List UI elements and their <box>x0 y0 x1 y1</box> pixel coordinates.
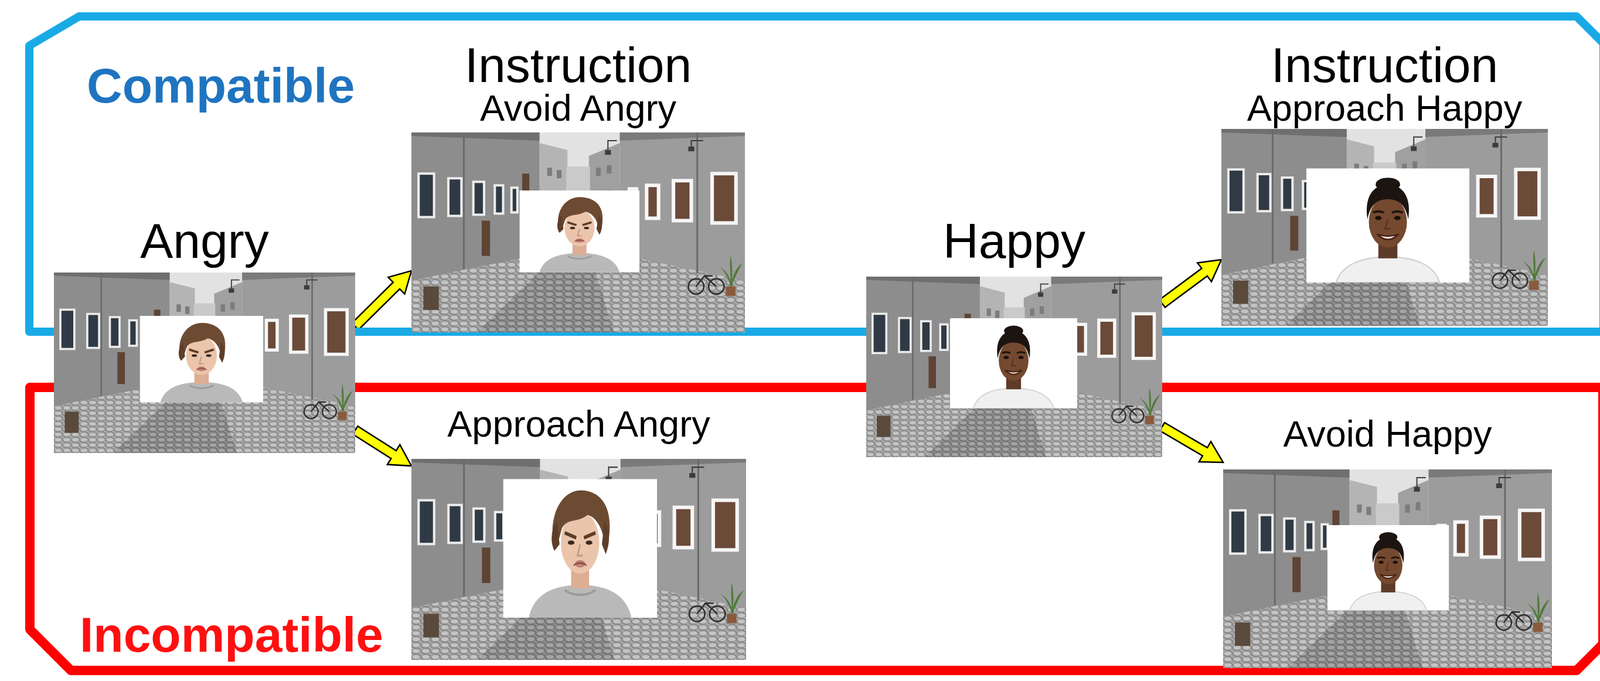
scene-panel: InstructionAvoid Angry <box>411 40 745 333</box>
scene-image <box>411 132 745 333</box>
street-background <box>411 458 747 660</box>
panel-heading: Instruction <box>411 40 745 90</box>
arrow-connector <box>1159 422 1224 463</box>
panel-heading: Happy <box>866 216 1163 266</box>
region-border <box>29 387 1600 671</box>
face-photo <box>950 318 1078 409</box>
street-background <box>1221 128 1548 326</box>
panel-heading-group: InstructionAvoid Angry <box>411 40 745 127</box>
scene-image <box>1221 128 1548 326</box>
scene-panel: InstructionApproach Happy <box>1221 40 1548 326</box>
panel-heading: Avoid Happy <box>1223 415 1552 453</box>
panel-heading: Angry <box>53 216 356 266</box>
scene-panel: Angry <box>53 216 356 454</box>
scene-image <box>1223 469 1552 669</box>
panel-heading: Instruction <box>1221 40 1548 90</box>
scene-image <box>866 276 1163 458</box>
street-background <box>866 276 1163 458</box>
condition-label: Incompatible <box>79 610 384 660</box>
scene-image <box>411 458 747 660</box>
panel-heading-group: InstructionApproach Happy <box>1221 40 1548 127</box>
scene-image <box>53 272 356 454</box>
panel-heading-group: Avoid Happy <box>1223 415 1552 453</box>
scene-panel: Avoid Happy <box>1223 415 1552 669</box>
arrow-connector <box>352 426 412 466</box>
panel-heading: Approach Happy <box>1221 89 1548 127</box>
panel-heading-group: Approach Angry <box>411 405 747 443</box>
scene-panel: Happy <box>866 216 1163 458</box>
street-background <box>53 272 356 454</box>
face-photo <box>519 190 640 273</box>
face-photo <box>1306 168 1470 283</box>
scene-panel: Approach Angry <box>411 405 747 660</box>
panel-heading-group: Angry <box>53 216 356 266</box>
face-photo <box>1327 525 1450 611</box>
arrow-connector <box>1159 259 1222 308</box>
street-background <box>411 132 745 333</box>
panel-heading: Avoid Angry <box>411 89 745 127</box>
face-photo <box>139 315 264 403</box>
street-background <box>1223 469 1552 669</box>
condition-label: Compatible <box>86 60 355 111</box>
face-photo <box>502 478 657 618</box>
arrow-connector <box>351 270 412 330</box>
panel-heading: Approach Angry <box>411 405 747 443</box>
panel-heading-group: Happy <box>866 216 1163 266</box>
